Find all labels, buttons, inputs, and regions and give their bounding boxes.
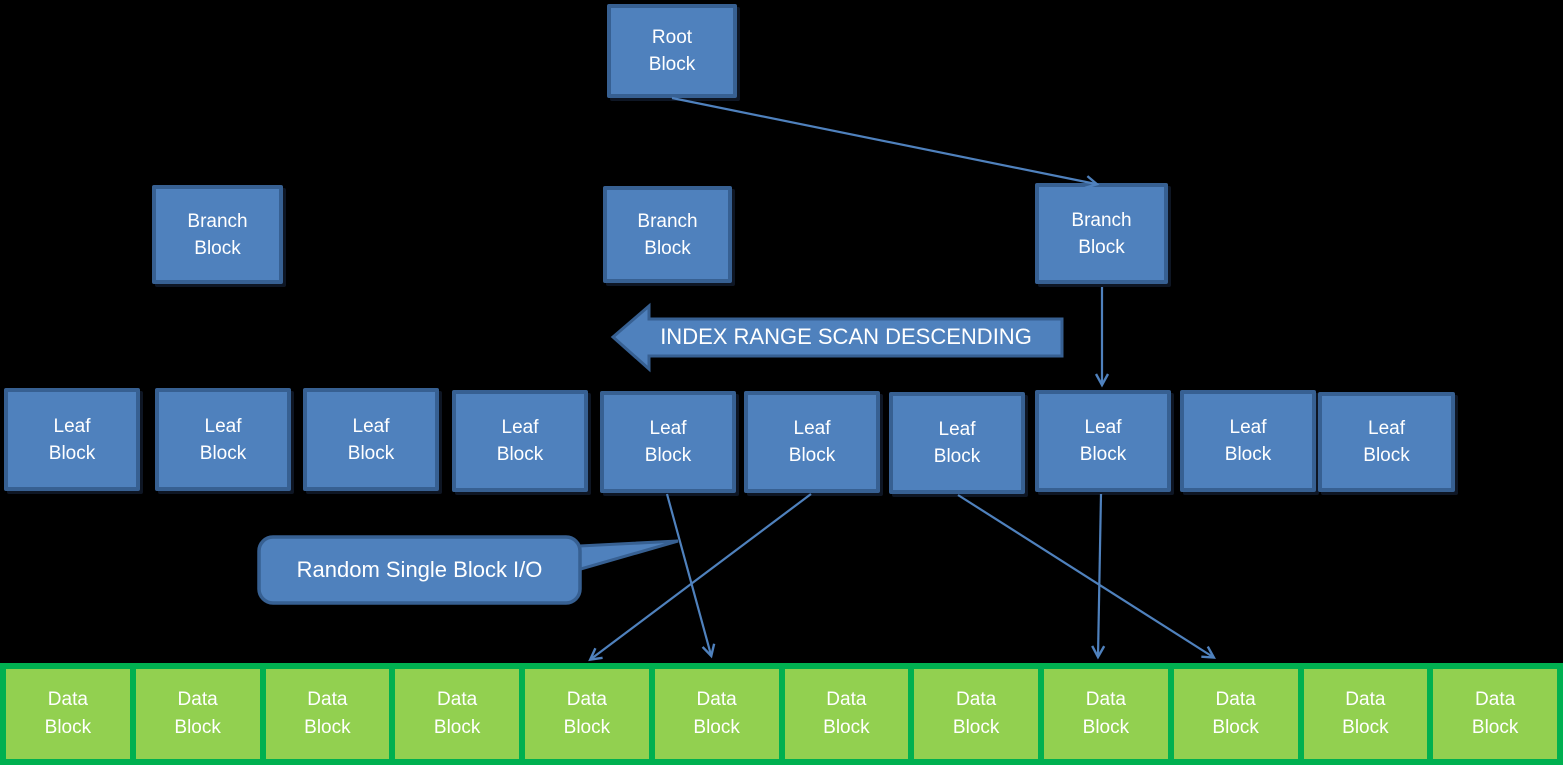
root-block: Root Block	[607, 4, 737, 98]
data-block-4-label-line1: Data	[437, 689, 478, 710]
data-block-10: Data Block	[1173, 669, 1298, 759]
leaf-block-10-label-line1: Leaf	[1368, 418, 1405, 439]
data-block-2-label-line2: Block	[174, 717, 221, 738]
data-block-11-label-line2: Block	[1342, 717, 1389, 738]
data-block-11: Data Block	[1303, 669, 1428, 759]
data-block-6-label-line1: Data	[696, 689, 737, 710]
data-block-3: Data Block	[265, 669, 390, 759]
leaf-block-9-label-line1: Leaf	[1229, 417, 1267, 438]
branch-block-3-label-line1: Branch	[1071, 209, 1132, 231]
leaf-block-1: Leaf Block	[4, 388, 140, 491]
leaf-block-8: Leaf Block	[1035, 390, 1171, 492]
leaf-block-7: Leaf Block	[889, 392, 1025, 494]
data-block-6: Data Block	[654, 669, 779, 759]
branch-block-1: Branch Block	[152, 185, 283, 284]
data-block-8: Data Block	[914, 669, 1038, 759]
data-block-5-label-line2: Block	[563, 717, 611, 738]
branch-block-1-label-line1: Branch	[187, 210, 248, 232]
data-block-2: Data Block	[135, 669, 260, 759]
branch-block-1-label-line2: Block	[194, 237, 241, 259]
leaf-block-7-label-line2: Block	[933, 446, 981, 467]
leaf-block-5-label-line1: Leaf	[649, 418, 687, 439]
data-block-9-label-line2: Block	[1082, 717, 1130, 738]
leaf-block-2-label-line1: Leaf	[204, 415, 242, 437]
connector-root-to-branch3	[671, 96, 1100, 190]
leaf-block-6-label-line1: Leaf	[793, 418, 831, 439]
connector-leaf7-to-data10	[957, 494, 1216, 659]
data-block-4: Data Block	[395, 669, 519, 759]
data-block-1: Data Block	[6, 669, 130, 759]
data-block-7: Data Block	[784, 669, 909, 759]
root-block-label-line1: Root	[651, 27, 693, 48]
data-block-7-label-line1: Data	[826, 689, 867, 710]
leaf-block-2-label-line2: Block	[199, 442, 247, 464]
leaf-block-3-label-line1: Leaf	[352, 415, 390, 437]
data-block-2-label-line1: Data	[177, 689, 218, 710]
data-block-4-label-line2: Block	[433, 717, 481, 738]
leaf-block-8-label-line2: Block	[1079, 444, 1127, 465]
leaf-block-8-label-line1: Leaf	[1084, 417, 1122, 438]
leaf-block-1-label-line2: Block	[48, 442, 96, 464]
data-block-3-label-line1: Data	[307, 689, 348, 710]
branch-block-3: Branch Block	[1035, 183, 1168, 284]
data-block-8-label-line2: Block	[952, 717, 1000, 738]
data-block-5-label-line1: Data	[566, 689, 607, 710]
leaf-block-2: Leaf Block	[155, 388, 291, 491]
data-block-12: Data Block	[1433, 669, 1557, 759]
data-block-1-label-line2: Block	[44, 717, 92, 738]
branch-block-2-label-line2: Block	[644, 237, 691, 259]
leaf-block-3-label-line2: Block	[347, 442, 395, 464]
leaf-block-9-label-line2: Block	[1224, 444, 1272, 465]
leaf-block-10-label-line2: Block	[1363, 445, 1410, 466]
leaf-block-1-label-line1: Leaf	[53, 415, 91, 437]
branch-block-3-label-line2: Block	[1078, 236, 1125, 258]
leaf-block-4-label-line1: Leaf	[501, 417, 539, 438]
branch-block-2: Branch Block	[603, 186, 732, 283]
connector-leaf8-to-data9	[1091, 493, 1106, 660]
leaf-block-7-label-line1: Leaf	[938, 419, 976, 440]
leaf-block-6: Leaf Block	[744, 391, 880, 493]
data-block-1-label-line1: Data	[47, 689, 88, 710]
leaf-block-3: Leaf Block	[303, 388, 439, 491]
data-block-10-label-line2: Block	[1212, 717, 1259, 738]
data-block-11-label-line1: Data	[1345, 689, 1386, 710]
random-single-block-io-label: Random Single Block I/O	[296, 557, 543, 582]
leaf-block-5: Leaf Block	[600, 391, 736, 493]
branch-block-2-label-line1: Branch	[637, 210, 698, 232]
leaf-block-10: Leaf Block	[1318, 392, 1455, 492]
data-block-12-label-line1: Data	[1475, 689, 1516, 710]
data-block-3-label-line2: Block	[304, 717, 351, 738]
leaf-block-4-label-line2: Block	[496, 444, 544, 465]
data-block-6-label-line2: Block	[693, 717, 740, 738]
root-block-label-line2: Block	[648, 54, 696, 75]
connector-leaf6-to-data5	[588, 493, 812, 662]
data-block-9: Data Block	[1044, 669, 1168, 759]
data-block-7-label-line2: Block	[823, 717, 870, 738]
leaf-block-5-label-line2: Block	[644, 445, 692, 466]
index-range-scan-label: INDEX RANGE SCAN DESCENDING	[660, 324, 1032, 349]
connector-leaf5-to-data6	[665, 493, 716, 659]
data-block-5: Data Block	[525, 669, 649, 759]
data-block-12-label-line2: Block	[1471, 717, 1519, 738]
data-block-8-label-line1: Data	[956, 689, 997, 710]
data-block-row: Data Block Data Block Data Block Data Bl…	[0, 663, 1563, 765]
data-block-10-label-line1: Data	[1215, 689, 1256, 710]
leaf-block-6-label-line2: Block	[788, 445, 836, 466]
leaf-block-4: Leaf Block	[452, 390, 588, 492]
leaf-block-9: Leaf Block	[1180, 390, 1316, 492]
data-block-9-label-line1: Data	[1085, 689, 1126, 710]
